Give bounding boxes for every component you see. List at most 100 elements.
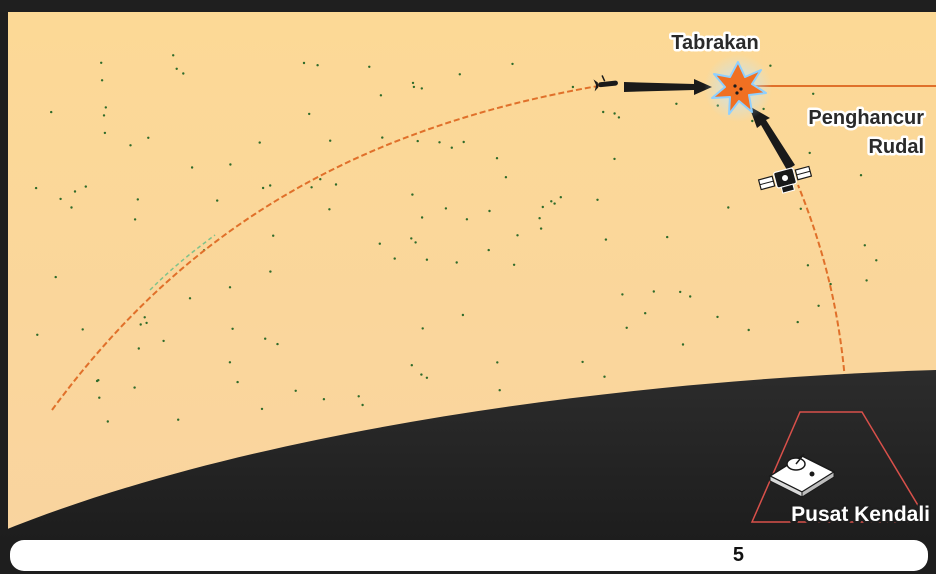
star-dot bbox=[799, 207, 802, 210]
star-dot bbox=[276, 342, 279, 346]
destroyer-label-line1: Penghancur bbox=[808, 107, 924, 129]
star-dot bbox=[175, 67, 178, 71]
star-dot bbox=[316, 63, 319, 67]
star-dot bbox=[444, 207, 448, 210]
star-dot bbox=[216, 199, 219, 202]
star-dot bbox=[539, 227, 543, 230]
star-dot bbox=[553, 202, 556, 205]
star-dot bbox=[133, 218, 137, 221]
star-field bbox=[34, 54, 878, 423]
star-dot bbox=[147, 136, 150, 139]
star-dot bbox=[596, 198, 599, 201]
star-dot bbox=[859, 174, 863, 177]
star-dot bbox=[34, 186, 38, 190]
star-dot bbox=[581, 360, 584, 364]
star-dot bbox=[455, 261, 458, 264]
star-dot bbox=[425, 258, 429, 261]
star-dot bbox=[70, 206, 73, 209]
star-dot bbox=[751, 119, 754, 123]
star-dot bbox=[644, 312, 647, 315]
star-dot bbox=[229, 163, 232, 166]
star-dot bbox=[421, 327, 424, 330]
star-dot bbox=[769, 64, 772, 67]
star-dot bbox=[806, 264, 810, 267]
missile-intercept-diagram: Tabrakan Penghancur Rudal Pusat Kendali bbox=[0, 0, 936, 540]
star-dot bbox=[550, 200, 553, 203]
star-dot bbox=[368, 65, 371, 69]
star-dot bbox=[504, 176, 508, 179]
star-dot bbox=[100, 79, 104, 82]
star-dot bbox=[129, 144, 132, 147]
star-dot bbox=[488, 209, 491, 213]
star-dot bbox=[621, 293, 624, 296]
star-dot bbox=[716, 315, 719, 319]
star-dot bbox=[102, 114, 106, 117]
star-dot bbox=[689, 295, 692, 298]
star-dot bbox=[727, 206, 730, 209]
star-dot bbox=[269, 184, 272, 187]
star-dot bbox=[308, 112, 311, 116]
star-dot bbox=[812, 92, 815, 96]
star-dot bbox=[73, 190, 77, 193]
star-dot bbox=[103, 131, 107, 135]
page-number: 5 bbox=[732, 544, 744, 566]
star-dot bbox=[865, 279, 868, 282]
missile-trajectory bbox=[51, 83, 611, 411]
star-dot bbox=[137, 347, 140, 350]
star-dot bbox=[425, 376, 429, 379]
star-dot bbox=[613, 157, 616, 161]
interceptor-direction-arrow bbox=[749, 106, 795, 170]
detection-cone bbox=[750, 411, 930, 523]
star-dot bbox=[393, 257, 396, 260]
star-dot bbox=[188, 297, 192, 300]
star-dot bbox=[420, 216, 424, 219]
star-dot bbox=[516, 234, 519, 237]
star-dot bbox=[666, 235, 669, 239]
star-dot bbox=[511, 62, 514, 66]
star-dot bbox=[559, 196, 562, 199]
star-dot bbox=[604, 238, 608, 241]
star-dot bbox=[538, 217, 541, 220]
page-footer-bar: 5 bbox=[10, 540, 928, 571]
star-dot bbox=[162, 339, 165, 343]
star-dot bbox=[190, 166, 194, 169]
earth-surface bbox=[0, 370, 936, 540]
star-dot bbox=[272, 234, 275, 237]
star-dot bbox=[420, 87, 423, 90]
star-dot bbox=[414, 241, 417, 244]
star-dot bbox=[104, 106, 108, 109]
star-dot bbox=[438, 141, 441, 144]
star-dot bbox=[796, 320, 799, 324]
star-dot bbox=[294, 389, 297, 392]
star-dot bbox=[228, 361, 232, 364]
star-dot bbox=[260, 407, 264, 411]
star-dot bbox=[411, 193, 414, 196]
star-dot bbox=[613, 112, 616, 115]
star-dot bbox=[681, 343, 685, 346]
star-dot bbox=[319, 178, 322, 181]
star-dot bbox=[264, 337, 267, 340]
star-dot bbox=[571, 85, 575, 89]
star-dot bbox=[81, 328, 84, 331]
star-dot bbox=[310, 186, 313, 189]
star-dot bbox=[172, 54, 175, 57]
star-dot bbox=[412, 85, 416, 89]
star-dot bbox=[512, 263, 516, 266]
star-dot bbox=[829, 282, 832, 286]
top-frame-bar bbox=[0, 0, 936, 12]
control-station-icon bbox=[768, 453, 836, 498]
star-dot bbox=[228, 286, 232, 289]
star-dot bbox=[361, 403, 364, 407]
star-dot bbox=[675, 102, 678, 106]
star-dot bbox=[541, 205, 544, 209]
interceptor-trajectory bbox=[797, 184, 846, 381]
star-dot bbox=[302, 61, 306, 65]
collision-label: Tabrakan bbox=[671, 32, 758, 54]
star-dot bbox=[679, 290, 682, 294]
star-dot bbox=[411, 81, 415, 85]
star-dot bbox=[381, 136, 384, 139]
star-dot bbox=[808, 151, 811, 155]
star-dot bbox=[145, 321, 148, 325]
star-dot bbox=[602, 110, 605, 114]
star-dot bbox=[357, 395, 360, 398]
